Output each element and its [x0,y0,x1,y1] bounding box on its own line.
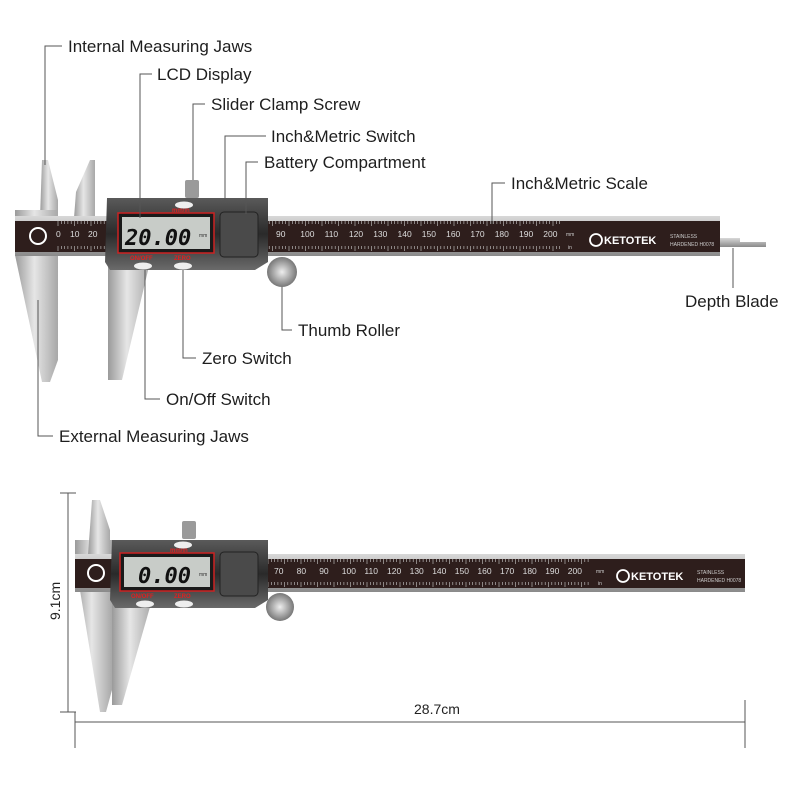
scale-label: 160 [477,566,491,576]
mm-label: mm [566,232,574,238]
scale-label: 160 [446,229,460,239]
scale-label: 120 [387,566,401,576]
scale-label: 170 [470,229,484,239]
zero-label: ZERO [174,256,191,262]
scale-label: 190 [545,566,559,576]
logo-icon [87,564,105,582]
logo-icon [29,227,47,245]
unit-switch-button[interactable] [175,201,193,209]
scale-label: 10 [70,229,80,239]
scale-label: 140 [398,229,412,239]
onoff-label: ON/OFF [130,256,153,262]
label-lcd-display: LCD Display [157,65,252,84]
slider-external-jaw [112,600,152,705]
scale-label: 80 [297,566,307,576]
brand-logo-icon [589,233,603,247]
scale-label: 110 [325,229,339,239]
clamp-screw[interactable] [182,521,196,539]
thumb-roller[interactable] [267,257,297,287]
hardened-label: HARDENED H0078 [697,578,741,584]
mm-label: mm [596,569,604,575]
label-clamp-screw: Slider Clamp Screw [211,95,361,114]
lcd-unit: mm [199,572,207,578]
zero-label: ZERO [174,594,191,600]
brand-name: KETOTEK [604,235,656,247]
in-label: in [598,581,602,587]
label-thumb-roller: Thumb Roller [298,321,400,340]
label-internal-jaws: Internal Measuring Jaws [68,37,252,56]
label-external-jaws: External Measuring Jaws [59,427,249,446]
in-label: in [568,245,572,251]
label-depth-blade: Depth Blade [685,292,779,311]
scale-label: 140 [432,566,446,576]
dimension-lines: 9.1cm 28.7cm [47,492,746,748]
lcd-screen [124,557,210,587]
fixed-internal-jaw [88,500,110,555]
lcd-screen [122,217,210,249]
scale-label: 150 [422,229,436,239]
scale-label: 100 [300,229,314,239]
scale-label: 180 [495,229,509,239]
brand-name: KETOTEK [631,571,683,583]
lcd-unit: mm [199,233,207,239]
scale-label: 130 [373,229,387,239]
scale-label: 100 [342,566,356,576]
scale-label: 110 [364,566,378,576]
onoff-button[interactable] [136,600,154,608]
label-unit-switch: Inch&Metric Switch [271,127,416,146]
hardened-label: HARDENED H0078 [670,242,714,248]
height-dimension: 9.1cm [47,582,63,620]
scale-label: 70 [274,566,284,576]
lcd-reading: 0.00 [138,564,191,589]
zero-button[interactable] [175,600,193,608]
stainless-label: STAINLESS [670,234,698,240]
fixed-internal-jaw [40,160,58,218]
clamp-screw[interactable] [185,180,199,198]
scale-label: 200 [568,566,582,576]
callouts: Internal Measuring Jaws LCD Display Slid… [37,37,779,446]
top-caliper: 0 10 20 90 100 110 120 130 140 150 160 170 180 190… [15,160,766,382]
scale-label: 20 [88,229,98,239]
label-battery: Battery Compartment [264,153,426,172]
label-zero-switch: Zero Switch [202,349,292,368]
length-dimension: 28.7cm [414,701,460,717]
battery-compartment[interactable] [219,551,259,597]
stainless-label: STAINLESS [697,570,725,576]
thumb-roller[interactable] [266,593,294,621]
scale-label: 120 [349,229,363,239]
zero-button[interactable] [174,262,192,270]
unit-switch-label: mm/in [170,548,188,554]
scale-label: 150 [455,566,469,576]
label-onoff-switch: On/Off Switch [166,390,271,409]
scale-label: 200 [543,229,557,239]
scale-label: 190 [519,229,533,239]
slider-external-jaw [108,262,150,380]
label-scale: Inch&Metric Scale [511,174,648,193]
lcd-reading: 20.00 [124,226,191,251]
slider-internal-jaw [74,160,95,218]
depth-blade [712,238,766,247]
scale-label: 90 [319,566,329,576]
scale-label: 170 [500,566,514,576]
battery-compartment[interactable] [219,211,259,258]
unit-switch-button[interactable] [174,541,192,549]
onoff-button[interactable] [134,262,152,270]
scale-label: 90 [276,229,286,239]
scale-label: 130 [410,566,424,576]
onoff-label: ON/OFF [131,594,154,600]
scale-label: 0 [56,229,61,239]
scale-label: 180 [523,566,537,576]
brand-logo-icon [616,569,630,583]
unit-switch-label: mm/in [172,208,190,214]
